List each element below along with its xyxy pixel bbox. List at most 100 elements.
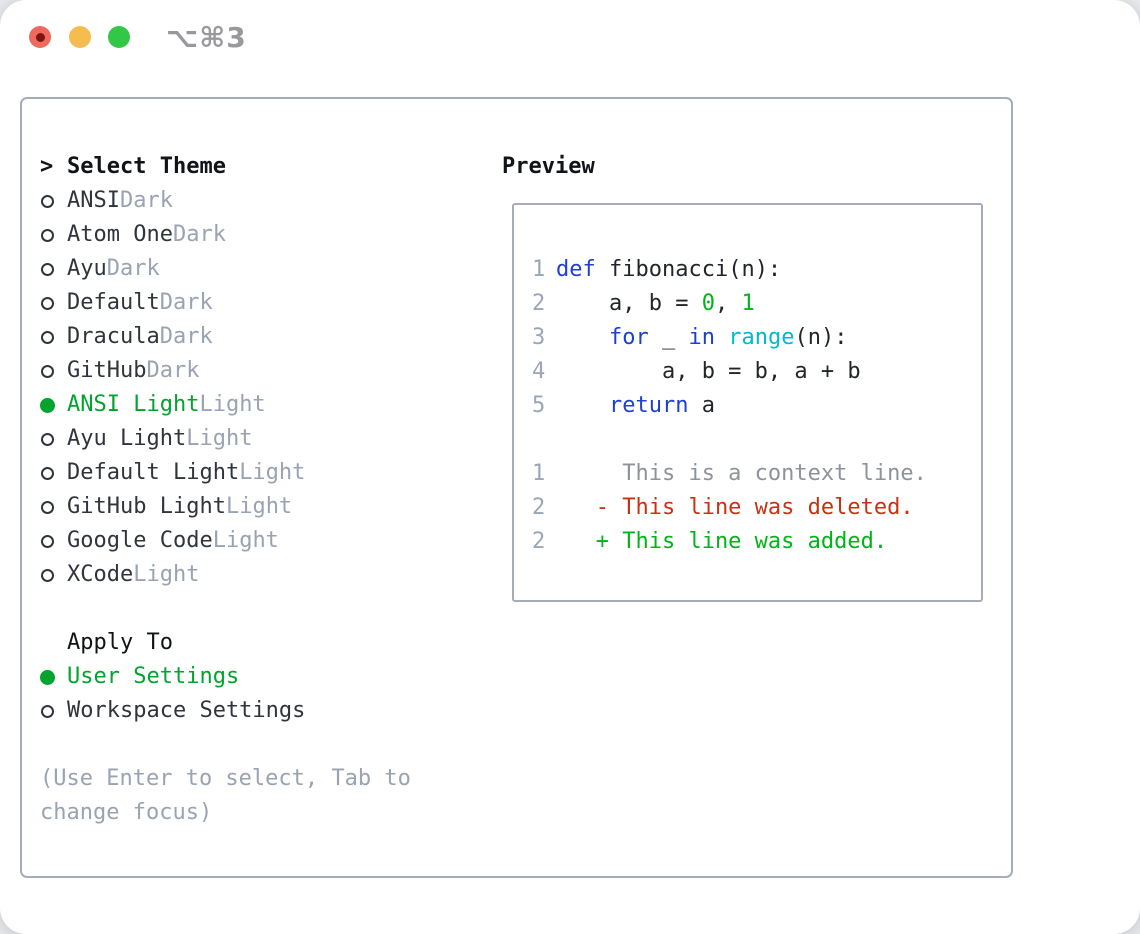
marker — [40, 364, 67, 378]
radio-icon — [41, 704, 54, 718]
theme-variant-label: Light — [212, 528, 279, 553]
theme-variant-label: Dark — [172, 222, 226, 247]
marker — [40, 669, 67, 685]
code-token: a — [688, 393, 715, 418]
preview-header: Preview — [502, 150, 595, 184]
diff-line-add: 2 + This line was added. — [532, 525, 981, 559]
marker — [40, 568, 67, 582]
code-token — [556, 389, 609, 423]
theme-name: Default — [67, 290, 160, 315]
apply-option-user-settings[interactable]: User Settings — [40, 660, 490, 694]
minimize-button[interactable] — [69, 26, 91, 48]
maximize-button[interactable] — [108, 26, 130, 48]
blank-line — [532, 423, 981, 457]
radio-icon — [41, 296, 54, 310]
code-line-4: 4 a, b = b, a + b — [532, 355, 981, 389]
theme-option-atom-one-dark[interactable]: Atom One Dark — [40, 218, 490, 252]
theme-name: ANSI Light — [67, 392, 200, 417]
theme-variant-label: Dark — [146, 358, 200, 383]
code-token: return — [608, 393, 689, 418]
line-number: 2 — [532, 495, 546, 520]
theme-variant-label: Light — [133, 562, 200, 587]
code-token: , — [714, 291, 742, 316]
radio-icon — [41, 432, 54, 446]
theme-name: Default Light — [67, 460, 240, 485]
theme-name: Ayu — [67, 256, 107, 281]
theme-option-xcode-light[interactable]: XCode Light — [40, 558, 490, 592]
radio-icon — [41, 194, 54, 208]
theme-option-ayu-light-light[interactable]: Ayu Light Light — [40, 422, 490, 456]
window-title: ⌥⌘3 — [166, 21, 247, 54]
theme-name: GitHub Light — [67, 494, 226, 519]
theme-variant-label: Light — [199, 392, 266, 417]
radio-icon — [41, 466, 54, 480]
radio-icon — [41, 364, 54, 378]
radio-selected-icon — [40, 669, 55, 685]
line-number: 5 — [532, 393, 546, 418]
apply-option-label: User Settings — [67, 664, 240, 689]
diff-line-ctx: 1 This is a context line. — [532, 457, 981, 491]
code-token: 1 — [741, 291, 755, 316]
marker — [40, 262, 67, 276]
theme-option-ansi-dark[interactable]: ANSI Dark — [40, 184, 490, 218]
select-theme-header: > Select Theme — [40, 150, 490, 184]
theme-name: ANSI — [67, 188, 120, 213]
theme-option-dracula-dark[interactable]: Dracula Dark — [40, 320, 490, 354]
theme-option-default-light-light[interactable]: Default Light Light — [40, 456, 490, 490]
theme-name: Ayu Light — [67, 426, 187, 451]
radio-selected-icon — [40, 397, 55, 413]
marker — [40, 704, 67, 718]
radio-icon — [41, 330, 54, 344]
theme-variant-label: Light — [239, 460, 306, 485]
code-token: 0 — [701, 291, 715, 316]
marker — [40, 500, 67, 514]
marker — [40, 296, 67, 310]
spacer — [40, 592, 490, 626]
theme-variant-label: Dark — [159, 324, 213, 349]
line-number: 2 — [532, 529, 546, 554]
code-token: _ — [648, 325, 689, 350]
marker — [40, 534, 67, 548]
help-text: (Use Enter to select, Tab to change focu… — [40, 766, 411, 825]
line-number: 3 — [532, 325, 546, 350]
close-dot-icon — [35, 32, 45, 42]
theme-name: Dracula — [67, 324, 160, 349]
code-token — [715, 321, 728, 355]
theme-option-github-dark[interactable]: GitHub Dark — [40, 354, 490, 388]
close-button[interactable] — [29, 26, 51, 48]
code-token: fibonacci(n): — [595, 257, 782, 282]
code-token: def — [556, 257, 596, 282]
preview-title: Preview — [502, 154, 595, 179]
theme-option-ansi-light-light[interactable]: ANSI Light Light — [40, 388, 490, 422]
marker — [40, 194, 67, 208]
apply-option-workspace-settings[interactable]: Workspace Settings — [40, 694, 490, 728]
diff-text: + This line was added. — [556, 529, 888, 554]
code-line-2: 2 a, b = 0, 1 — [532, 287, 981, 321]
theme-option-default-dark[interactable]: Default Dark — [40, 286, 490, 320]
theme-variant-label: Dark — [106, 256, 160, 281]
theme-name: Atom One — [67, 222, 173, 247]
line-number: 4 — [532, 359, 546, 384]
select-theme-title: Select Theme — [67, 154, 226, 179]
code-line-5: 5 return a — [532, 389, 981, 423]
prompt-caret-icon: > — [40, 154, 54, 179]
code-token: for — [608, 325, 649, 350]
theme-variant-label: Dark — [119, 188, 173, 213]
code-token: range — [728, 325, 795, 350]
theme-option-ayu-dark[interactable]: Ayu Dark — [40, 252, 490, 286]
theme-variant-label: Light — [186, 426, 253, 451]
radio-icon — [41, 262, 54, 276]
theme-option-github-light-light[interactable]: GitHub Light Light — [40, 490, 490, 524]
radio-icon — [41, 568, 54, 582]
marker — [40, 432, 67, 446]
theme-option-google-code-light[interactable]: Google Code Light — [40, 524, 490, 558]
theme-name: GitHub — [67, 358, 147, 383]
apply-to-title: Apply To — [67, 630, 173, 655]
marker — [40, 330, 67, 344]
line-number: 1 — [532, 461, 546, 486]
